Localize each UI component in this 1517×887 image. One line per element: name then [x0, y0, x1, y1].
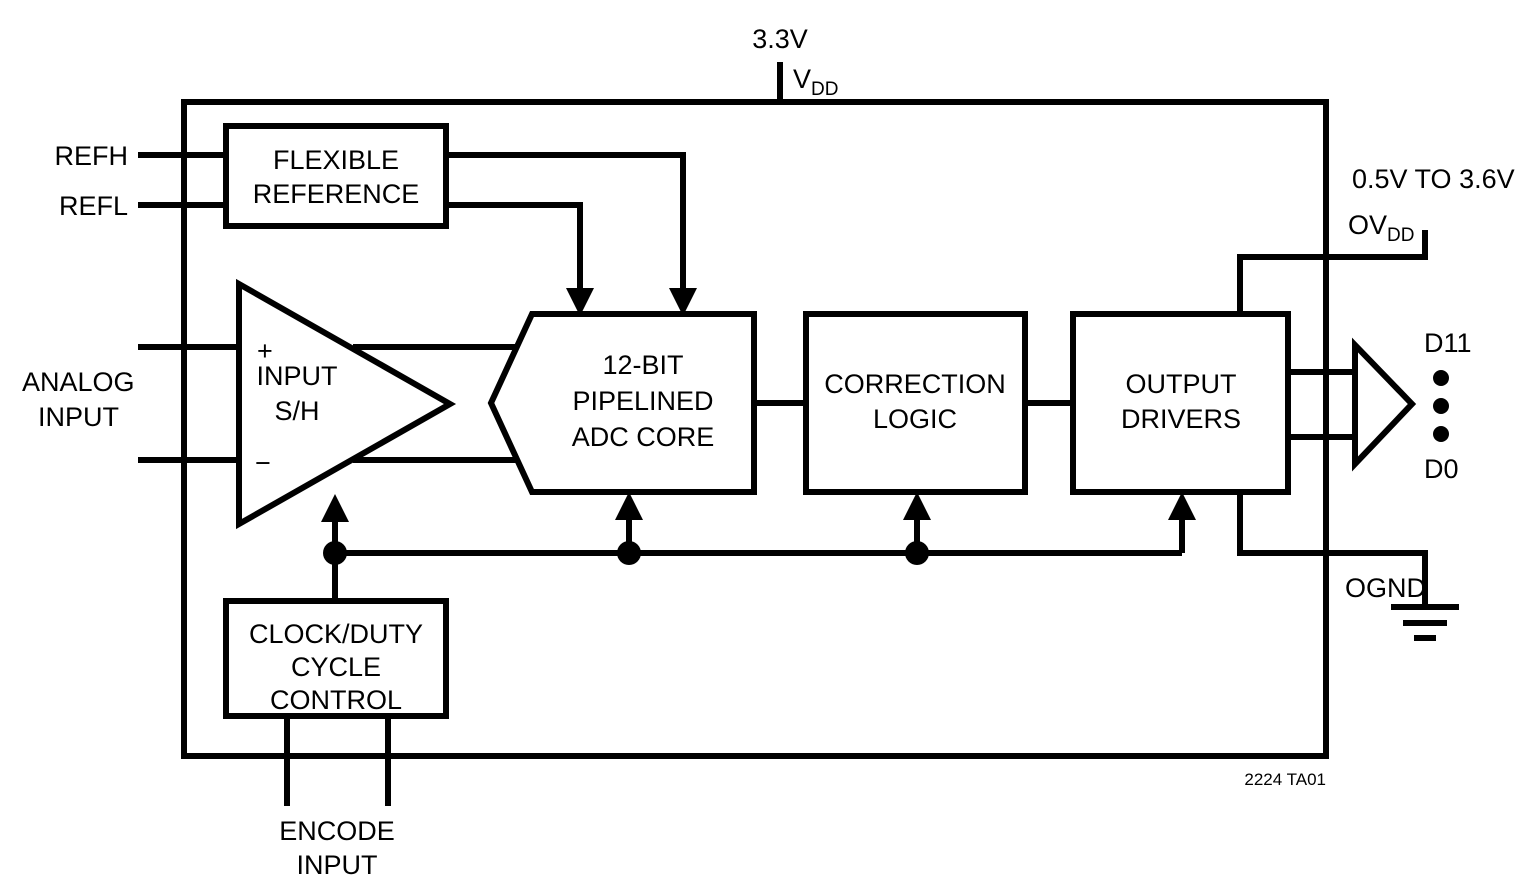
clock-to-sh-arrowhead: [321, 494, 349, 522]
flexible-reference-label-line2: REFERENCE: [253, 179, 420, 209]
clock-to-correction-arrowhead: [903, 492, 931, 520]
ognd-label: OGND: [1345, 573, 1426, 603]
flexible-reference-block: [223, 123, 449, 229]
output-lsb-label: D0: [1424, 454, 1459, 484]
vdd-voltage-label: 3.3V: [752, 24, 808, 54]
ognd-wire: [1237, 492, 1428, 604]
sh-plus-sign: +: [257, 336, 273, 366]
clock-junction-correction: [905, 541, 929, 565]
ovdd-supply-wire: [1237, 230, 1428, 314]
clock-to-adc-arrowhead: [615, 492, 643, 520]
refl-label: REFL: [59, 191, 128, 221]
clock-duty-cycle-control-block: [223, 598, 449, 719]
vdd-pin-label: V: [793, 64, 811, 94]
ovdd-pin-subscript: DD: [1387, 225, 1414, 246]
output-drivers-block: [1070, 311, 1291, 495]
output-drivers-label-line1: OUTPUT: [1126, 369, 1237, 399]
adc-core-label-line1: 12-BIT: [602, 350, 683, 380]
input-sh-label-line2: S/H: [274, 396, 319, 426]
clock-junction-adc: [617, 541, 641, 565]
correction-logic-label-line1: CORRECTION: [824, 369, 1006, 399]
adc-core-label-line2: PIPELINED: [572, 386, 713, 416]
ref-low-to-adc-wire: [446, 202, 583, 292]
adc-core-label-line3: ADC CORE: [572, 422, 715, 452]
correction-logic-label-line2: LOGIC: [873, 404, 957, 434]
clock-to-drivers-arrowhead: [1168, 492, 1196, 520]
output-msb-label: D11: [1424, 328, 1472, 358]
digital-output-bus-arrow: [1352, 337, 1417, 472]
ellipsis-dot-1: [1433, 370, 1449, 386]
ref-high-to-adc-wire: [446, 152, 686, 292]
flexible-reference-label-line1: FLEXIBLE: [273, 145, 399, 175]
clock-control-label-line2: CYCLE: [291, 652, 381, 682]
ovdd-voltage-label: 0.5V TO 3.6V: [1352, 164, 1515, 194]
ellipsis-dot-2: [1433, 398, 1449, 414]
analog-input-label-line1: ANALOG: [22, 367, 135, 397]
encode-input-label-line1: ENCODE: [279, 816, 395, 846]
encode-input-label-line2: INPUT: [297, 850, 378, 880]
ellipsis-dot-3: [1433, 426, 1449, 442]
output-drivers-label-line2: DRIVERS: [1121, 404, 1241, 434]
input-sh-block: [236, 278, 457, 530]
clock-control-label-line3: CONTROL: [270, 685, 402, 715]
ovdd-pin-label: OV: [1348, 210, 1387, 240]
vdd-pin-subscript: DD: [811, 79, 838, 100]
ref-low-arrowhead: [566, 288, 594, 316]
ref-high-arrowhead: [669, 288, 697, 316]
clock-control-label-line1: CLOCK/DUTY: [249, 619, 423, 649]
input-sh-label-line1: INPUT: [257, 361, 338, 391]
correction-logic-block: [803, 311, 1028, 495]
analog-input-label-line2: INPUT: [38, 402, 119, 432]
sh-minus-sign: −: [255, 448, 271, 478]
refh-label: REFH: [55, 141, 129, 171]
adc-core-block: [487, 311, 757, 495]
figure-caption: 2224 TA01: [1244, 770, 1326, 789]
